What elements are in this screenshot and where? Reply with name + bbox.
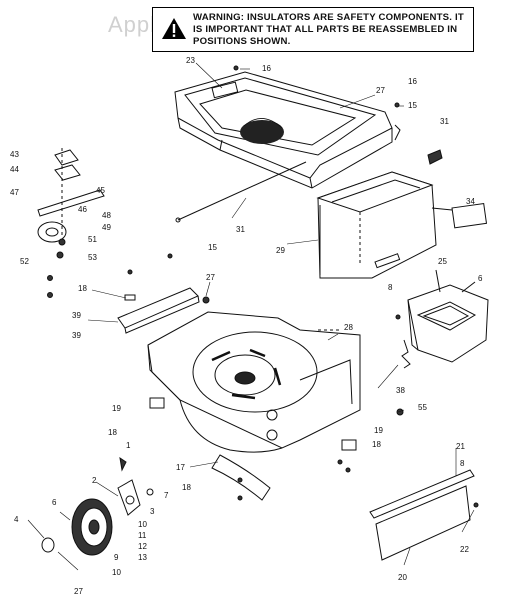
warning-triangle-icon	[162, 18, 186, 39]
callout-15a: 15	[408, 101, 417, 110]
warning-text: WARNING: INSULATORS ARE SAFETY COMPONENT…	[193, 12, 467, 48]
callout-43: 43	[10, 150, 19, 159]
latch	[427, 149, 443, 165]
callout-12: 11	[138, 531, 147, 540]
callout-1: 1	[126, 441, 131, 450]
callout-labels: 23 16 27 16 15 31 43 44 47 45 46 48 49 5…	[10, 56, 483, 596]
callout-8a: 8	[388, 283, 393, 292]
fasteners	[127, 65, 479, 508]
callout-2: 2	[92, 476, 97, 485]
callout-44: 44	[10, 165, 19, 174]
bag-chute	[316, 171, 437, 279]
callout-29: 29	[276, 246, 285, 255]
callout-9: 9	[114, 553, 119, 562]
callout-32: 31	[440, 117, 449, 126]
callout-10: 10	[112, 568, 121, 577]
callout-11: 10	[138, 520, 147, 529]
bracket-right	[341, 439, 357, 451]
callout-55: 55	[418, 403, 427, 412]
callout-53: 53	[88, 253, 97, 262]
callout-17: 17	[176, 463, 185, 472]
callout-16b: 16	[408, 77, 417, 86]
callout-18c: 18	[372, 440, 381, 449]
callout-31: 31	[236, 225, 245, 234]
callout-46: 46	[78, 205, 87, 214]
callout-13: 12	[138, 542, 147, 551]
mower-deck	[147, 311, 361, 453]
callout-19b: 19	[374, 426, 383, 435]
label-plate	[451, 202, 488, 229]
callout-3: 3	[150, 507, 155, 516]
bagger-lid	[174, 71, 401, 189]
leader-lines	[27, 62, 475, 571]
callout-18d: 18	[182, 483, 191, 492]
bracket-left	[149, 397, 165, 409]
callout-39: 39	[72, 331, 81, 340]
callout-21: 21	[456, 442, 465, 451]
callout-48: 48	[102, 211, 111, 220]
callout-49: 49	[102, 223, 111, 232]
callout-27: 27	[206, 273, 215, 282]
rod	[175, 161, 307, 223]
grass-bag	[407, 284, 489, 363]
callout-45: 45	[96, 186, 105, 195]
callout-14: 13	[138, 553, 147, 562]
callout-15b: 15	[208, 243, 217, 252]
callout-4: 4	[14, 515, 19, 524]
callout-28: 28	[344, 323, 353, 332]
callout-6: 6	[52, 498, 57, 507]
callout-8b: 8	[460, 459, 465, 468]
callout-20: 20	[398, 573, 407, 582]
callout-23: 23	[186, 56, 195, 65]
callout-40: 39	[72, 311, 81, 320]
callout-47: 47	[10, 188, 19, 197]
callout-38: 38	[396, 386, 405, 395]
rear-shield	[369, 469, 475, 561]
callout-18b: 18	[108, 428, 117, 437]
callout-18a: 18	[78, 284, 87, 293]
callout-51: 51	[88, 235, 97, 244]
callout-26: 27	[74, 587, 83, 596]
deflector	[211, 454, 271, 501]
callout-52: 52	[20, 257, 29, 266]
wheel	[41, 498, 113, 556]
callout-5: 6	[478, 274, 483, 283]
callout-25: 25	[438, 257, 447, 266]
blade-assembly	[37, 148, 105, 298]
callout-33: 27	[376, 86, 385, 95]
callout-7: 7	[164, 491, 169, 500]
warning-message: INSULATORS ARE SAFETY COMPONENTS. IT IS …	[193, 12, 464, 47]
spring	[401, 339, 411, 369]
callout-19a: 19	[112, 404, 121, 413]
callout-16a: 16	[262, 64, 271, 73]
height-adjuster	[117, 456, 154, 516]
warning-box: WARNING: INSULATORS ARE SAFETY COMPONENT…	[152, 7, 474, 52]
handle-bar	[117, 287, 200, 334]
warning-label: WARNING:	[193, 12, 245, 23]
callout-34: 34	[466, 197, 475, 206]
callout-22: 22	[460, 545, 469, 554]
